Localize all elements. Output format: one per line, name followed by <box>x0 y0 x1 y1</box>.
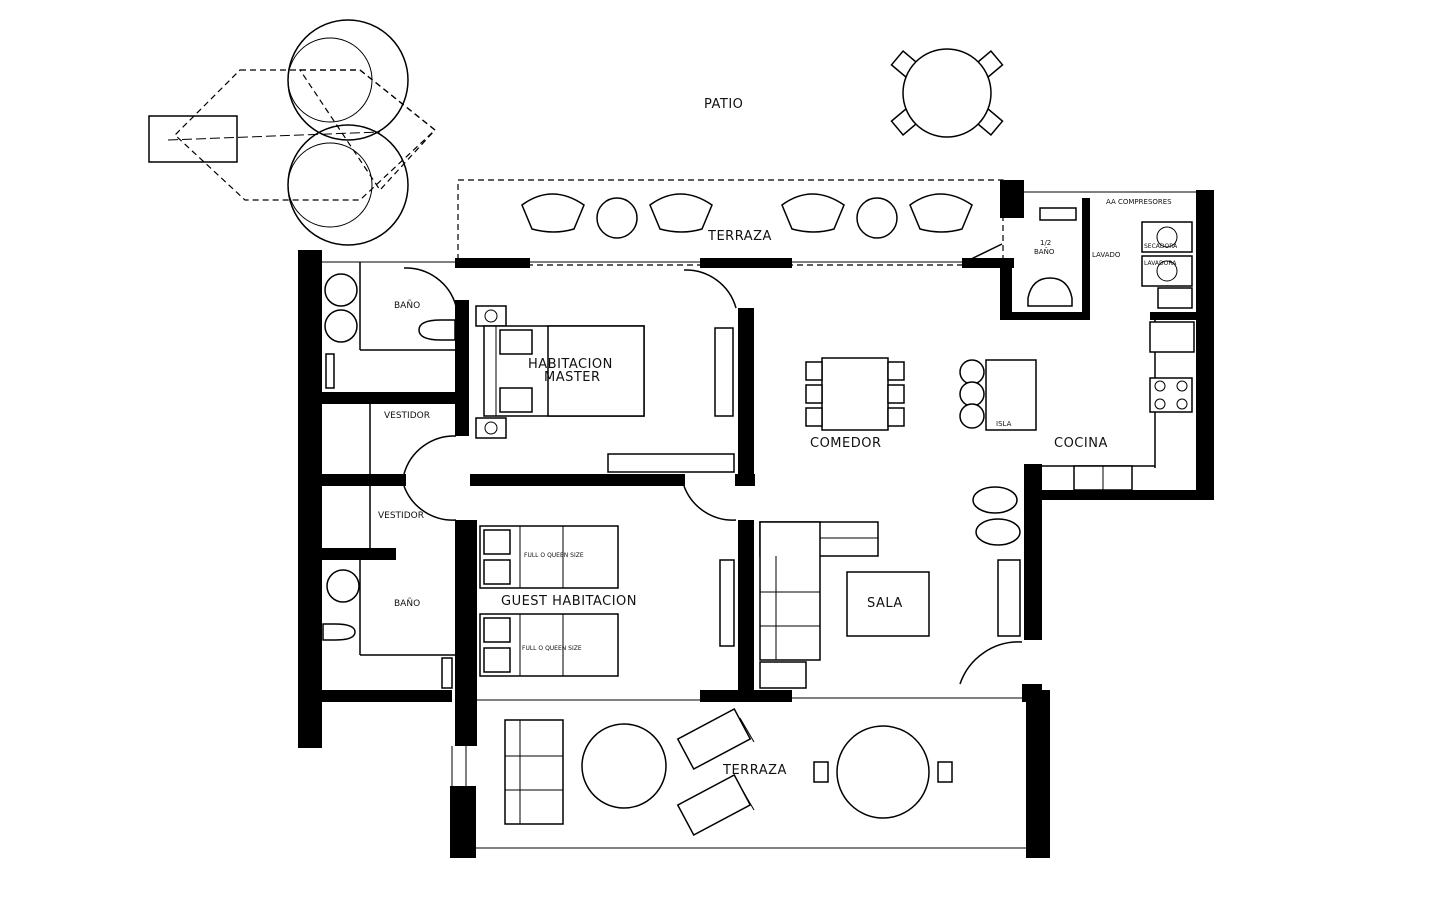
master-bed <box>475 305 735 473</box>
dining-table <box>805 357 905 431</box>
comedor-label: COMEDOR <box>810 436 882 451</box>
doors <box>403 243 1023 685</box>
bano-guest-label: BAÑO <box>394 598 420 609</box>
patio-label: PATIO <box>704 97 743 112</box>
walls <box>298 180 1214 858</box>
aa-compresores-label: AA COMPRESORES <box>1106 198 1172 206</box>
guest-habitacion-label: GUEST HABITACION <box>501 594 637 609</box>
partitions <box>302 191 1196 849</box>
isla-label: ISLA <box>996 420 1012 428</box>
habitacion-master-label-2: MASTER <box>544 370 601 385</box>
bottom-terrace-furniture <box>504 707 953 837</box>
vestidor-master-label: VESTIDOR <box>384 411 430 421</box>
guest-beds <box>479 525 735 677</box>
terraza-bottom-label: TERRAZA <box>722 763 787 778</box>
master-bath-fixtures <box>324 273 456 389</box>
half-bath-laundry <box>1027 207 1193 309</box>
terraza-top-label: TERRAZA <box>707 229 772 244</box>
patio-round-table <box>890 48 1004 138</box>
living-room-furniture <box>759 486 1021 689</box>
top-terrace <box>457 179 1004 266</box>
sala-label: SALA <box>867 596 903 611</box>
guest-bath-fixtures <box>322 569 453 689</box>
vestidor-guest-label: VESTIDOR <box>378 511 424 521</box>
bano-master-label: BAÑO <box>394 300 420 311</box>
lavadora-label: LAVADORA <box>1144 260 1177 267</box>
cocina-label: COCINA <box>1054 436 1108 451</box>
half-bath-label-1: 1/2 <box>1040 239 1051 247</box>
secadora-label: SECADORA <box>1144 243 1178 250</box>
half-bath-label-2: BAÑO <box>1034 247 1055 256</box>
habitacion-master-label-1: HABITACION <box>528 357 613 372</box>
lavado-label: LAVADO <box>1092 251 1121 259</box>
patio-vehicle-sketch <box>148 19 436 246</box>
bed-2-label: FULL O QUEEN SIZE <box>522 645 582 652</box>
kitchen-island <box>959 321 1195 491</box>
bed-1-label: FULL O QUEEN SIZE <box>524 552 584 559</box>
